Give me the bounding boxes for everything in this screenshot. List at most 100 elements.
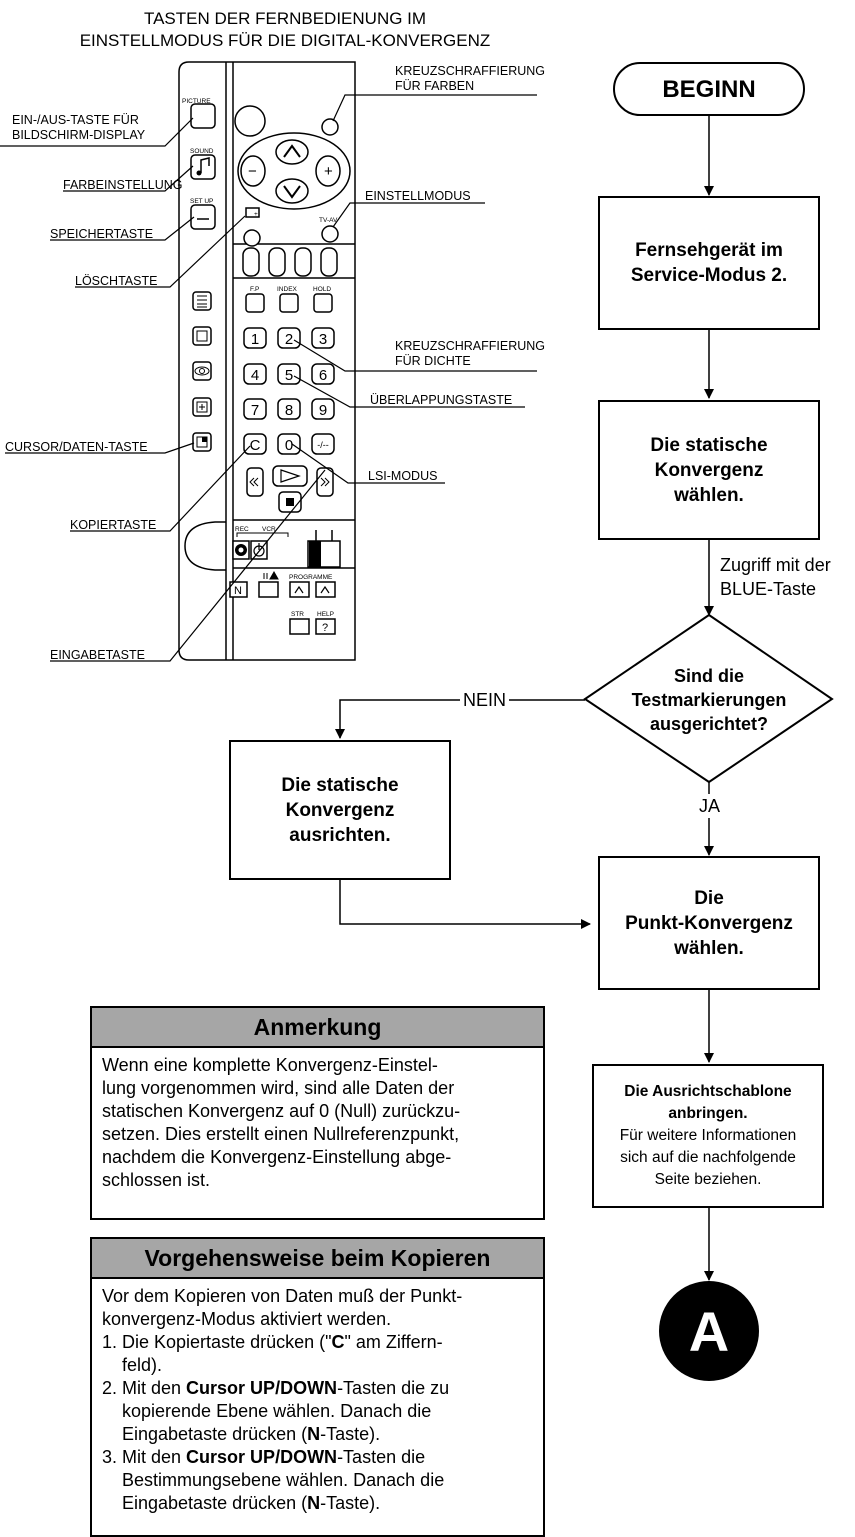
copy-step2-line-1: 2. Mit den Cursor UP/DOWN-Tasten die zu (102, 1377, 533, 1400)
copy-step1-line-2: feld). (122, 1355, 163, 1375)
note-line-2: lung vorgenommen wird, sind alle Daten d… (102, 1078, 455, 1098)
setup-button[interactable] (190, 204, 216, 230)
teletext-page-button[interactable] (192, 326, 212, 346)
copy-step2-c: -Tasten die zu (337, 1378, 450, 1398)
key-5[interactable] (277, 363, 301, 385)
key-4[interactable] (243, 363, 267, 385)
key-c[interactable] (243, 433, 267, 455)
step3-line-1: Die (694, 887, 724, 909)
key-0-label: 0 (285, 437, 293, 454)
step2-line-2: Konvergenz (654, 459, 764, 481)
key-2[interactable] (277, 327, 301, 349)
copy-step2-line-3: Eingabetaste drücken (N-Taste). (102, 1423, 533, 1446)
index-button[interactable] (279, 293, 299, 313)
hold-button[interactable] (313, 293, 333, 313)
copy-step2-line-2: kopierende Ebene wählen. Danach die (122, 1401, 432, 1421)
callout-enter: EINGABETASTE (50, 648, 145, 662)
decision-text: Sind die Testmarkierungen ausgerichtet? (620, 664, 798, 736)
callout-clear: LÖSCHTASTE (75, 274, 157, 288)
key-3[interactable] (311, 327, 335, 349)
copy-step3-line-2: Bestimmungsebene wählen. Danach die (122, 1470, 445, 1490)
cursor-down-button[interactable] (275, 178, 309, 204)
callout-copy: KOPIERTASTE (70, 518, 156, 532)
remote-bottom-curve (184, 521, 226, 571)
small-key-button[interactable] (243, 229, 261, 247)
decision-diamond (583, 613, 834, 784)
copy-step1-line-1: 1. Die Kopiertaste drücken ("C" am Ziffe… (102, 1331, 533, 1354)
tvav-button[interactable] (321, 225, 339, 243)
n-button[interactable] (229, 581, 248, 598)
chevron-down-icon (283, 185, 301, 199)
yellow-button[interactable] (294, 247, 312, 277)
key-9-label: 9 (319, 402, 327, 419)
key-8[interactable] (277, 398, 301, 420)
connector-a-circle (659, 1281, 759, 1381)
key-9[interactable] (311, 398, 335, 420)
decision-line-2: Testmarkierungen (631, 690, 787, 710)
copy-step3-f: N (307, 1493, 321, 1513)
blue-button[interactable] (320, 247, 338, 277)
pause-eject-button[interactable] (258, 581, 279, 598)
forward-icon (320, 477, 330, 487)
rewind-icon (249, 477, 259, 487)
callout-overlap: ÜBERLAPPUNGSTASTE (370, 393, 512, 407)
navigation-pad (237, 132, 351, 210)
copy-step2-e: Eingabetaste drücken ( (122, 1424, 308, 1444)
note-line-1: Wenn eine komplette Konvergenz-Einstel- (102, 1055, 438, 1075)
callout-picture-line-2: BILDSCHIRM-DISPLAY (12, 128, 146, 142)
minus-button[interactable] (240, 155, 266, 187)
str-button[interactable] (289, 618, 310, 635)
music-note-icon (200, 157, 210, 173)
number-keypad (243, 327, 335, 455)
copy-step3-b: Cursor UP/DOWN (186, 1447, 338, 1467)
key-c-label: C (250, 437, 261, 454)
note-panel: Anmerkung Wenn eine komplette Konvergenz… (90, 1006, 545, 1220)
note-line-3: statischen Konvergenz auf 0 (Null) zurüc… (102, 1101, 461, 1121)
access-note: Zugriff mit der BLUE-Taste (720, 553, 831, 601)
key-dash[interactable] (311, 433, 335, 455)
key-0[interactable] (277, 433, 301, 455)
key-2-label: 2 (285, 331, 293, 348)
rec-label: REC (235, 526, 249, 533)
rewind-button[interactable] (246, 467, 264, 497)
minus-label: − (248, 163, 257, 180)
programme-label: PROGRAMME (289, 574, 333, 581)
power-button[interactable] (234, 105, 266, 137)
copy-step3-e: Eingabetaste drücken ( (122, 1493, 308, 1513)
key-6[interactable] (311, 363, 335, 385)
copy-step3-a: 3. Mit den (102, 1447, 187, 1467)
programme-up-button[interactable] (289, 581, 310, 598)
copy-procedure-heading: Vorgehensweise beim Kopieren (92, 1239, 543, 1279)
hold-label: HOLD (313, 286, 331, 293)
note-heading: Anmerkung (92, 1008, 543, 1048)
programme-down-button[interactable] (315, 581, 336, 598)
picture-button[interactable] (190, 103, 216, 129)
sound-label: SOUND (190, 148, 214, 155)
programme-up-icon (294, 585, 304, 594)
key-7[interactable] (243, 398, 267, 420)
small-plus-box (245, 207, 260, 218)
key-6-label: 6 (319, 367, 327, 384)
fp-button[interactable] (245, 293, 265, 313)
key-1[interactable] (243, 327, 267, 349)
begin-label: BEGINN (662, 75, 756, 103)
play-icon (280, 469, 301, 483)
step4-line-2: sich auf die nachfolgende (620, 1149, 796, 1166)
copy-step2-g: -Taste). (320, 1424, 381, 1444)
sound-button[interactable] (190, 154, 216, 180)
key-dash-label: -/-- (317, 440, 329, 450)
plus-button[interactable] (315, 155, 341, 187)
copy-step2-f: N (307, 1424, 321, 1444)
color-crosshatch-button[interactable] (321, 118, 339, 136)
key-7-label: 7 (251, 402, 259, 419)
decision-line-3: ausgerichtet? (649, 714, 769, 734)
play-button[interactable] (272, 465, 308, 487)
red-button[interactable] (242, 247, 260, 277)
step-select-point: Die Punkt-Konvergenz wählen. (598, 856, 820, 990)
index-label: INDEX (277, 286, 298, 293)
callout-setup: SPEICHERTASTE (50, 227, 153, 241)
help-button[interactable] (315, 618, 336, 635)
cursor-up-button[interactable] (275, 139, 309, 165)
teletext-mix-button[interactable] (192, 361, 212, 381)
green-button[interactable] (268, 247, 286, 277)
